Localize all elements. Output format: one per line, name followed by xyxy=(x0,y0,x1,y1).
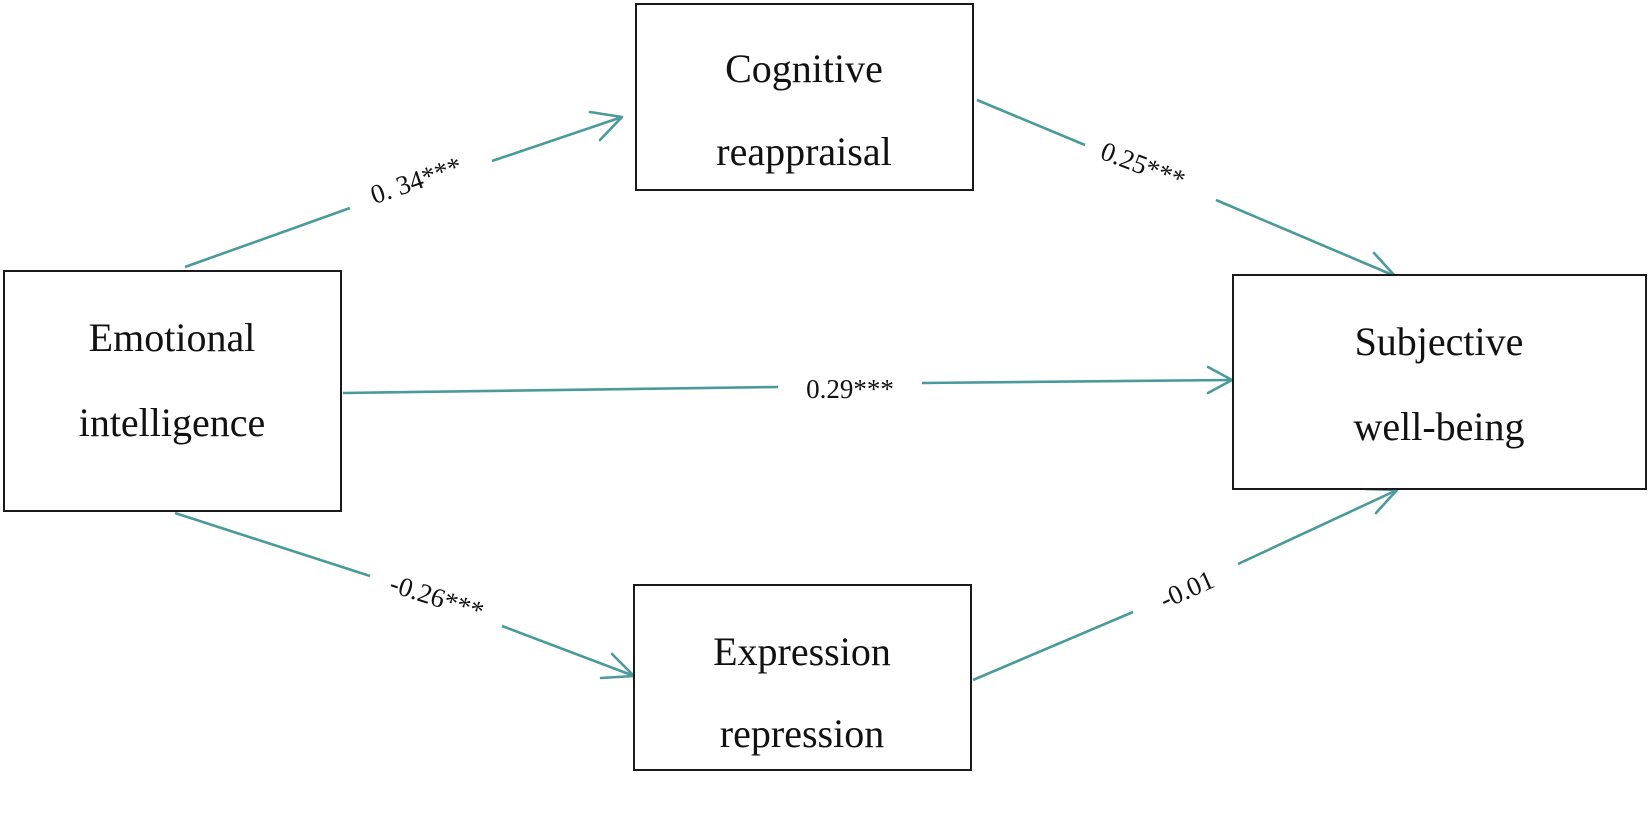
edge-ei-to-cr-line-a xyxy=(184,206,351,269)
edge-ei-to-er-line-b xyxy=(501,624,635,678)
edge-er-to-swb-line-b xyxy=(1237,488,1398,566)
edge-ei-to-cr: 0. 34*** xyxy=(184,110,624,269)
edge-cr-to-swb-line-b xyxy=(1215,198,1396,278)
edge-ei-to-swb-line-b xyxy=(921,378,1233,385)
node-expression-repression-line1: Expression xyxy=(713,629,891,674)
edge-ei-to-cr-label: 0. 34*** xyxy=(367,151,466,210)
node-expression-repression: Expression repression xyxy=(633,584,972,771)
node-emotional-intelligence-line1: Emotional xyxy=(89,315,256,360)
node-subjective-well-being-line1: Subjective xyxy=(1355,319,1524,364)
edge-ei-to-swb-label: 0.29*** xyxy=(806,374,894,404)
edge-ei-to-er-line-a xyxy=(174,511,371,578)
node-cognitive-reappraisal-box xyxy=(635,3,974,191)
edge-cr-to-swb-line-a xyxy=(976,98,1086,147)
edge-cr-to-swb-label: 0.25*** xyxy=(1097,136,1190,195)
edge-ei-to-swb: 0.29*** xyxy=(342,365,1234,404)
node-emotional-intelligence: Emotional intelligence xyxy=(3,270,342,512)
edge-ei-to-cr-line-b xyxy=(491,115,623,163)
node-expression-repression-line2: repression xyxy=(720,711,884,756)
edge-ei-to-cr-arrowhead xyxy=(588,110,624,142)
edge-er-to-swb: -0.01 xyxy=(972,487,1399,682)
node-cognitive-reappraisal-line1: Cognitive xyxy=(725,46,883,91)
node-cognitive-reappraisal-line2: reappraisal xyxy=(716,129,891,174)
edge-cr-to-swb: 0.25*** xyxy=(976,98,1397,279)
edge-er-to-swb-line-a xyxy=(972,610,1134,682)
node-subjective-well-being: Subjective well-being xyxy=(1232,274,1647,490)
edge-ei-to-er-label: -0.26*** xyxy=(386,568,487,626)
edge-ei-to-swb-line-a xyxy=(342,385,779,395)
edge-ei-to-er: -0.26*** xyxy=(174,511,636,680)
node-expression-repression-box xyxy=(633,584,972,771)
node-subjective-well-being-box xyxy=(1232,274,1647,490)
edge-er-to-swb-label: -0.01 xyxy=(1155,564,1219,614)
node-emotional-intelligence-box xyxy=(3,270,342,512)
node-cognitive-reappraisal: Cognitive reappraisal xyxy=(635,3,974,191)
node-emotional-intelligence-line2: intelligence xyxy=(79,400,266,445)
node-subjective-well-being-line2: well-being xyxy=(1353,404,1524,449)
